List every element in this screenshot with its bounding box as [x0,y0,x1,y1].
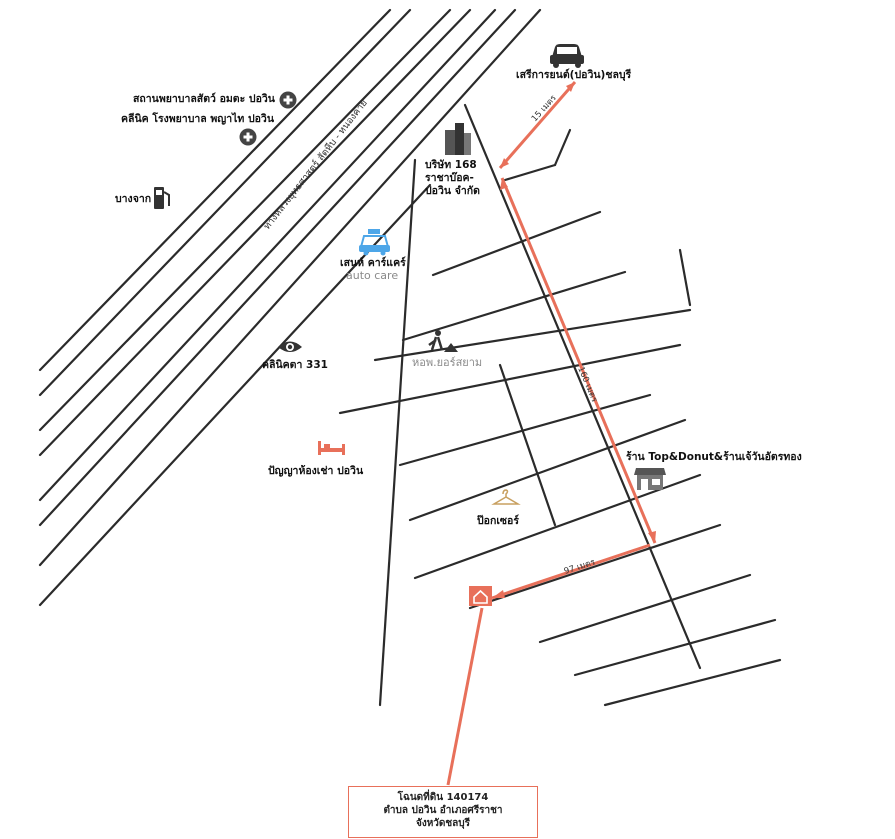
shop-label: ร้าน Top&Donut&ร้านเจ้วันอัตรทอง [626,450,802,463]
distance-top-label: 15 เมตร [530,93,559,124]
house-marker-icon [469,586,492,606]
bed-icon [318,441,345,455]
auto-care-th-label: เสนห์ คาร์แคร์ [340,256,406,269]
address-box: โฉนดที่ดิน 140174 ตำบล ปอวิน อำเภอศรีราช… [348,786,538,838]
car-shop-label: เสรีการยนต์(ปอวิน)ชลบุรี [516,68,632,82]
address-line-2: ตำบล ปอวิน อำเภอศรีราชา [383,805,503,816]
apartment-label: ปัญญาห้องเช่า ปอวิน [268,464,364,477]
car-icon [550,44,584,68]
plus-icon [239,128,257,146]
route-lines [446,81,657,786]
auto-care-en-label: auto care [346,269,398,282]
company-168-label: บริษัท 168 ราชาบ๊อค- ปอวิน จำกัด [425,159,480,197]
hanger-icon [491,489,521,505]
distance-bottom-label: 97 เมตร [563,557,597,577]
building-icon [445,123,471,155]
plus-icon [279,91,297,109]
clinic-phyathai-label: คลีนิค โรงพยาบาล พญาไท ปอวิน [121,112,275,125]
gas-station-label: บางจาก [115,193,151,205]
vet-hospital-label: สถานพยาบาลสัตว์ อมตะ ปอวิน [133,92,276,105]
worker-icon [428,330,458,352]
dorm-label: หอพ.ยอร์สยาม [412,356,482,369]
address-line-3: จังหวัดชลบุรี [415,818,471,829]
highway-label: ทางหลวงยุทธศาสตร์ สัตหีบ - หนองคาย [261,97,370,232]
popcorn-label: ป๊อกเซอร์ [477,514,520,527]
eye-clinic-label: คลินิคตา 331 [262,359,328,371]
highway-lines [38,8,542,607]
address-line-1: โฉนดที่ดิน 140174 [397,792,489,803]
side-streets [338,128,782,707]
shop-icon [634,468,666,490]
fuel-pump-icon [154,187,170,209]
taxi-icon [359,229,390,256]
vertical-roads [378,103,702,707]
eye-icon [278,341,302,352]
